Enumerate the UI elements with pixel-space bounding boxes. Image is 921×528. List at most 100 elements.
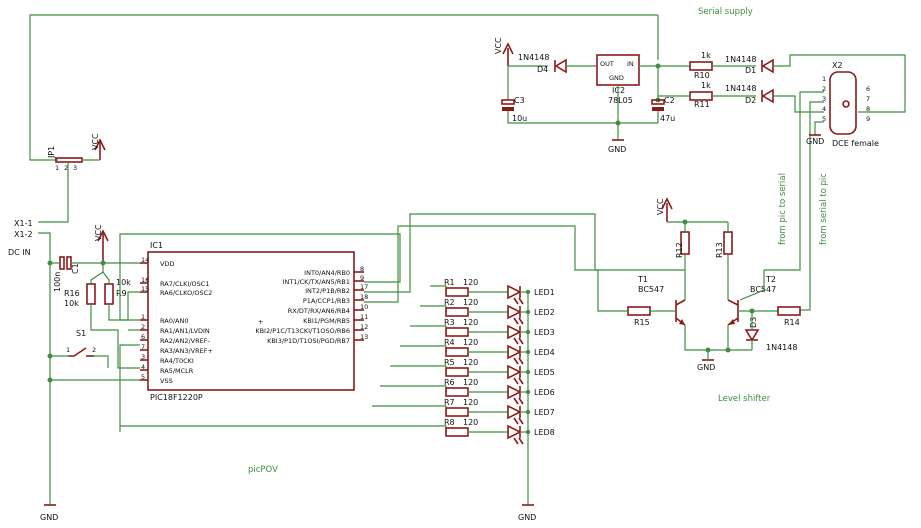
svg-text:D4: D4 <box>537 65 548 74</box>
svg-text:JP1: JP1 <box>47 146 56 159</box>
svg-text:D1: D1 <box>745 66 756 75</box>
svg-text:D2: D2 <box>745 96 756 105</box>
ic1-pin-number: 16 <box>141 276 149 284</box>
svg-text:VCC: VCC <box>656 198 665 215</box>
switch-s1: S1 1 2 <box>66 329 96 357</box>
resistor-r13: R13 <box>715 231 733 258</box>
svg-text:3: 3 <box>73 164 77 172</box>
ic1-pin-name: RA6/CLKO/OSC2 <box>160 289 212 297</box>
led-label: LED8 <box>534 428 555 437</box>
resistor-ref: R3 <box>444 318 455 327</box>
ic1-pin-name: INT1/CK/TX/AN5/RB1 <box>283 278 350 286</box>
title-serial-supply: Serial supply <box>698 7 753 17</box>
svg-text:PIC18F1220P: PIC18F1220P <box>150 393 203 402</box>
wire-serial-supply-loop <box>29 14 659 161</box>
svg-text:R14: R14 <box>784 318 800 327</box>
ic1-pin-name: RA1/AN1/LVDIN <box>160 327 210 335</box>
ic1-pin-number: 1 <box>141 313 145 321</box>
svg-text:X2: X2 <box>832 61 843 70</box>
svg-text:T1: T1 <box>637 275 648 284</box>
svg-text:10k: 10k <box>116 278 131 287</box>
microcontroller-ic1: IC1 PIC18F1220P + <box>147 241 355 402</box>
svg-text:R13: R13 <box>715 242 724 258</box>
ic1-pin-number: 11 <box>360 313 368 321</box>
svg-text:+: + <box>258 318 263 326</box>
svg-text:DCE female: DCE female <box>832 139 879 148</box>
jumper-jp1: JP1 1 2 3 <box>47 146 83 172</box>
resistor-value: 120 <box>463 398 478 407</box>
gnd-symbol-leds: GND <box>518 504 536 522</box>
svg-text:10u: 10u <box>512 114 527 123</box>
ic1-pin-name: RA7/CLKI/OSC1 <box>160 280 209 288</box>
resistor-ref: R2 <box>444 298 455 307</box>
svg-text:1k: 1k <box>701 81 711 90</box>
svg-text:8: 8 <box>866 105 870 113</box>
resistor-r2 <box>445 307 469 317</box>
svg-text:6: 6 <box>866 85 870 93</box>
svg-text:2: 2 <box>92 346 96 354</box>
led-label: LED2 <box>534 308 555 317</box>
resistor-r3 <box>445 327 469 337</box>
ic1-pin-number: 14 <box>141 256 149 264</box>
ic1-pin-name: KBI1/PGM/RB5 <box>303 317 350 325</box>
gnd-symbol-supply: GND <box>608 139 626 154</box>
diode-d1: 1N4148 D1 <box>725 55 774 75</box>
title-picpov: picPOV <box>248 465 278 475</box>
svg-text:GND: GND <box>40 513 58 522</box>
svg-text:R16: R16 <box>64 289 80 298</box>
resistor-r6 <box>445 387 469 397</box>
svg-text:GND: GND <box>806 137 824 146</box>
svg-text:C1: C1 <box>71 263 80 274</box>
svg-text:R9: R9 <box>116 289 127 298</box>
ic1-pin-name: P1A/CCP1/RB3 <box>303 297 350 305</box>
led-icon <box>507 424 522 440</box>
svg-text:GND: GND <box>518 513 536 522</box>
diode-d4: 1N4148 D4 <box>518 53 597 74</box>
svg-text:VCC: VCC <box>94 224 103 241</box>
ic1-pin-number: 8 <box>360 265 364 273</box>
ic1-pin-number: 4 <box>141 363 145 371</box>
resistor-ref: R8 <box>444 418 455 427</box>
svg-text:C3: C3 <box>514 96 525 105</box>
diode-d2: 1N4148 D2 <box>725 84 774 105</box>
ic1-pin-name: VDD <box>160 260 174 268</box>
ic1-pin-number: 2 <box>141 323 145 331</box>
led-label: LED6 <box>534 388 555 397</box>
capacitor-c2: C2 47u <box>651 96 675 123</box>
led-icon <box>507 324 522 340</box>
label-x1-2: X1-2 <box>14 230 33 239</box>
svg-text:GND: GND <box>608 145 626 154</box>
ic1-pin-number: 10 <box>360 303 368 311</box>
resistor-r1 <box>445 287 469 297</box>
svg-text:R12: R12 <box>675 242 684 258</box>
resistor-r10: 1k R10 <box>689 51 713 80</box>
resistor-value: 120 <box>463 318 478 327</box>
ic1-right-pins: 8INT0/AN4/RB09INT1/CK/TX/AN5/RB117INT2/P… <box>255 265 368 345</box>
led-icon <box>507 304 522 320</box>
resistor-ref: R4 <box>444 338 455 347</box>
capacitor-c3: C3 10u <box>501 96 527 123</box>
led-label: LED4 <box>534 348 555 357</box>
resistor-value: 120 <box>463 278 478 287</box>
svg-text:10k: 10k <box>64 299 79 308</box>
ic1-pin-number: 3 <box>141 353 145 361</box>
capacitor-c1: C1 100n <box>53 256 80 292</box>
svg-text:47u: 47u <box>660 114 675 123</box>
svg-text:1N4148: 1N4148 <box>725 55 756 64</box>
title-level-shifter: Level shifter <box>718 394 771 404</box>
svg-text:T2: T2 <box>765 275 776 284</box>
ic1-pin-number: 7 <box>141 343 145 351</box>
svg-text:9: 9 <box>866 115 870 123</box>
ic1-pin-number: 6 <box>141 333 145 341</box>
svg-text:1: 1 <box>55 164 59 172</box>
led-icon <box>507 384 522 400</box>
label-x1-1: X1-1 <box>14 219 33 228</box>
ic1-pin-number: 13 <box>360 333 368 341</box>
resistor-ref: R6 <box>444 378 455 387</box>
resistor-r14: R14 <box>777 306 801 327</box>
resistor-r8 <box>445 427 469 437</box>
ic1-pin-name: RX/DT/RX/AN6/RB4 <box>288 307 350 315</box>
svg-text:R15: R15 <box>634 318 650 327</box>
resistor-r16: R16 10k <box>64 283 96 308</box>
